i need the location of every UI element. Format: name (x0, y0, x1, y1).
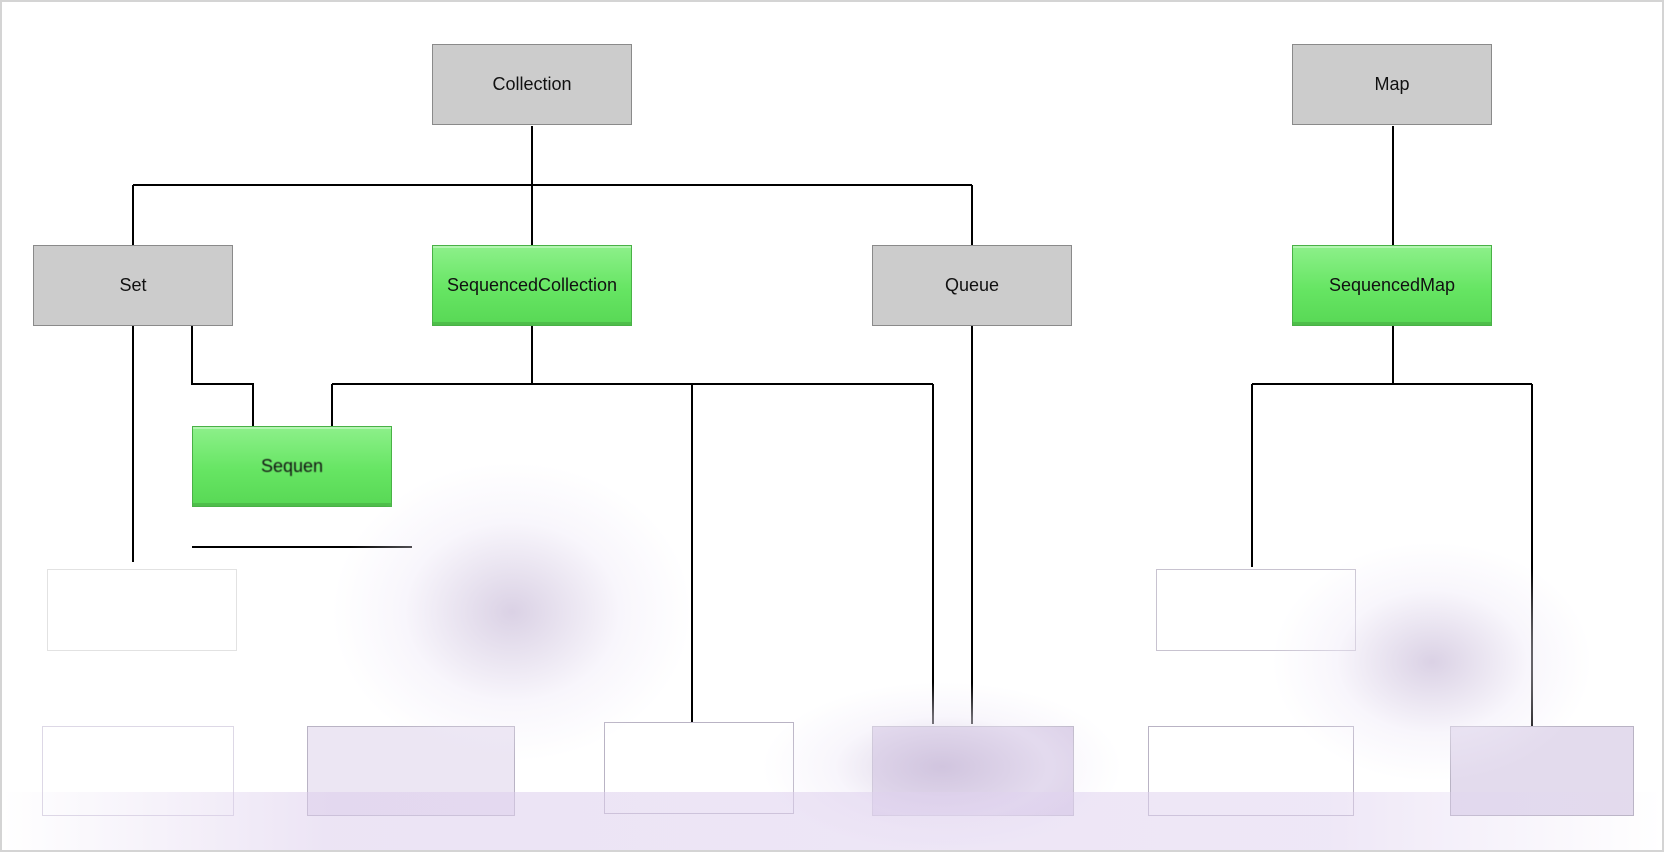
node-collection-label: Collection (492, 74, 572, 94)
node-sequenced-map: SequencedMap (1292, 245, 1492, 326)
connector-set-to-sequencedset (191, 325, 254, 426)
node-sequenced-set: Sequen (192, 426, 392, 507)
node-blank-7 (1148, 726, 1354, 816)
node-queue-label: Queue (944, 275, 1000, 295)
node-queue: Queue (872, 245, 1072, 326)
node-map: Map (1292, 44, 1492, 125)
node-sequenced-map-label: SequencedMap (1328, 275, 1456, 295)
node-sequenced-collection-label: SequencedCollection (446, 275, 618, 295)
node-set: Set (33, 245, 233, 326)
node-collection: Collection (432, 44, 632, 125)
node-set-label: Set (119, 275, 147, 295)
node-blank-4 (307, 726, 515, 816)
node-blank-6 (872, 726, 1074, 816)
node-blank-8 (1450, 726, 1634, 816)
node-sequenced-set-label: Sequen (260, 456, 324, 476)
node-sequenced-collection: SequencedCollection (432, 245, 632, 326)
node-blank-5 (604, 722, 794, 814)
node-blank-3 (42, 726, 234, 816)
node-blank-1 (47, 569, 237, 651)
node-map-label: Map (1374, 74, 1410, 94)
node-blank-2 (1156, 569, 1356, 651)
